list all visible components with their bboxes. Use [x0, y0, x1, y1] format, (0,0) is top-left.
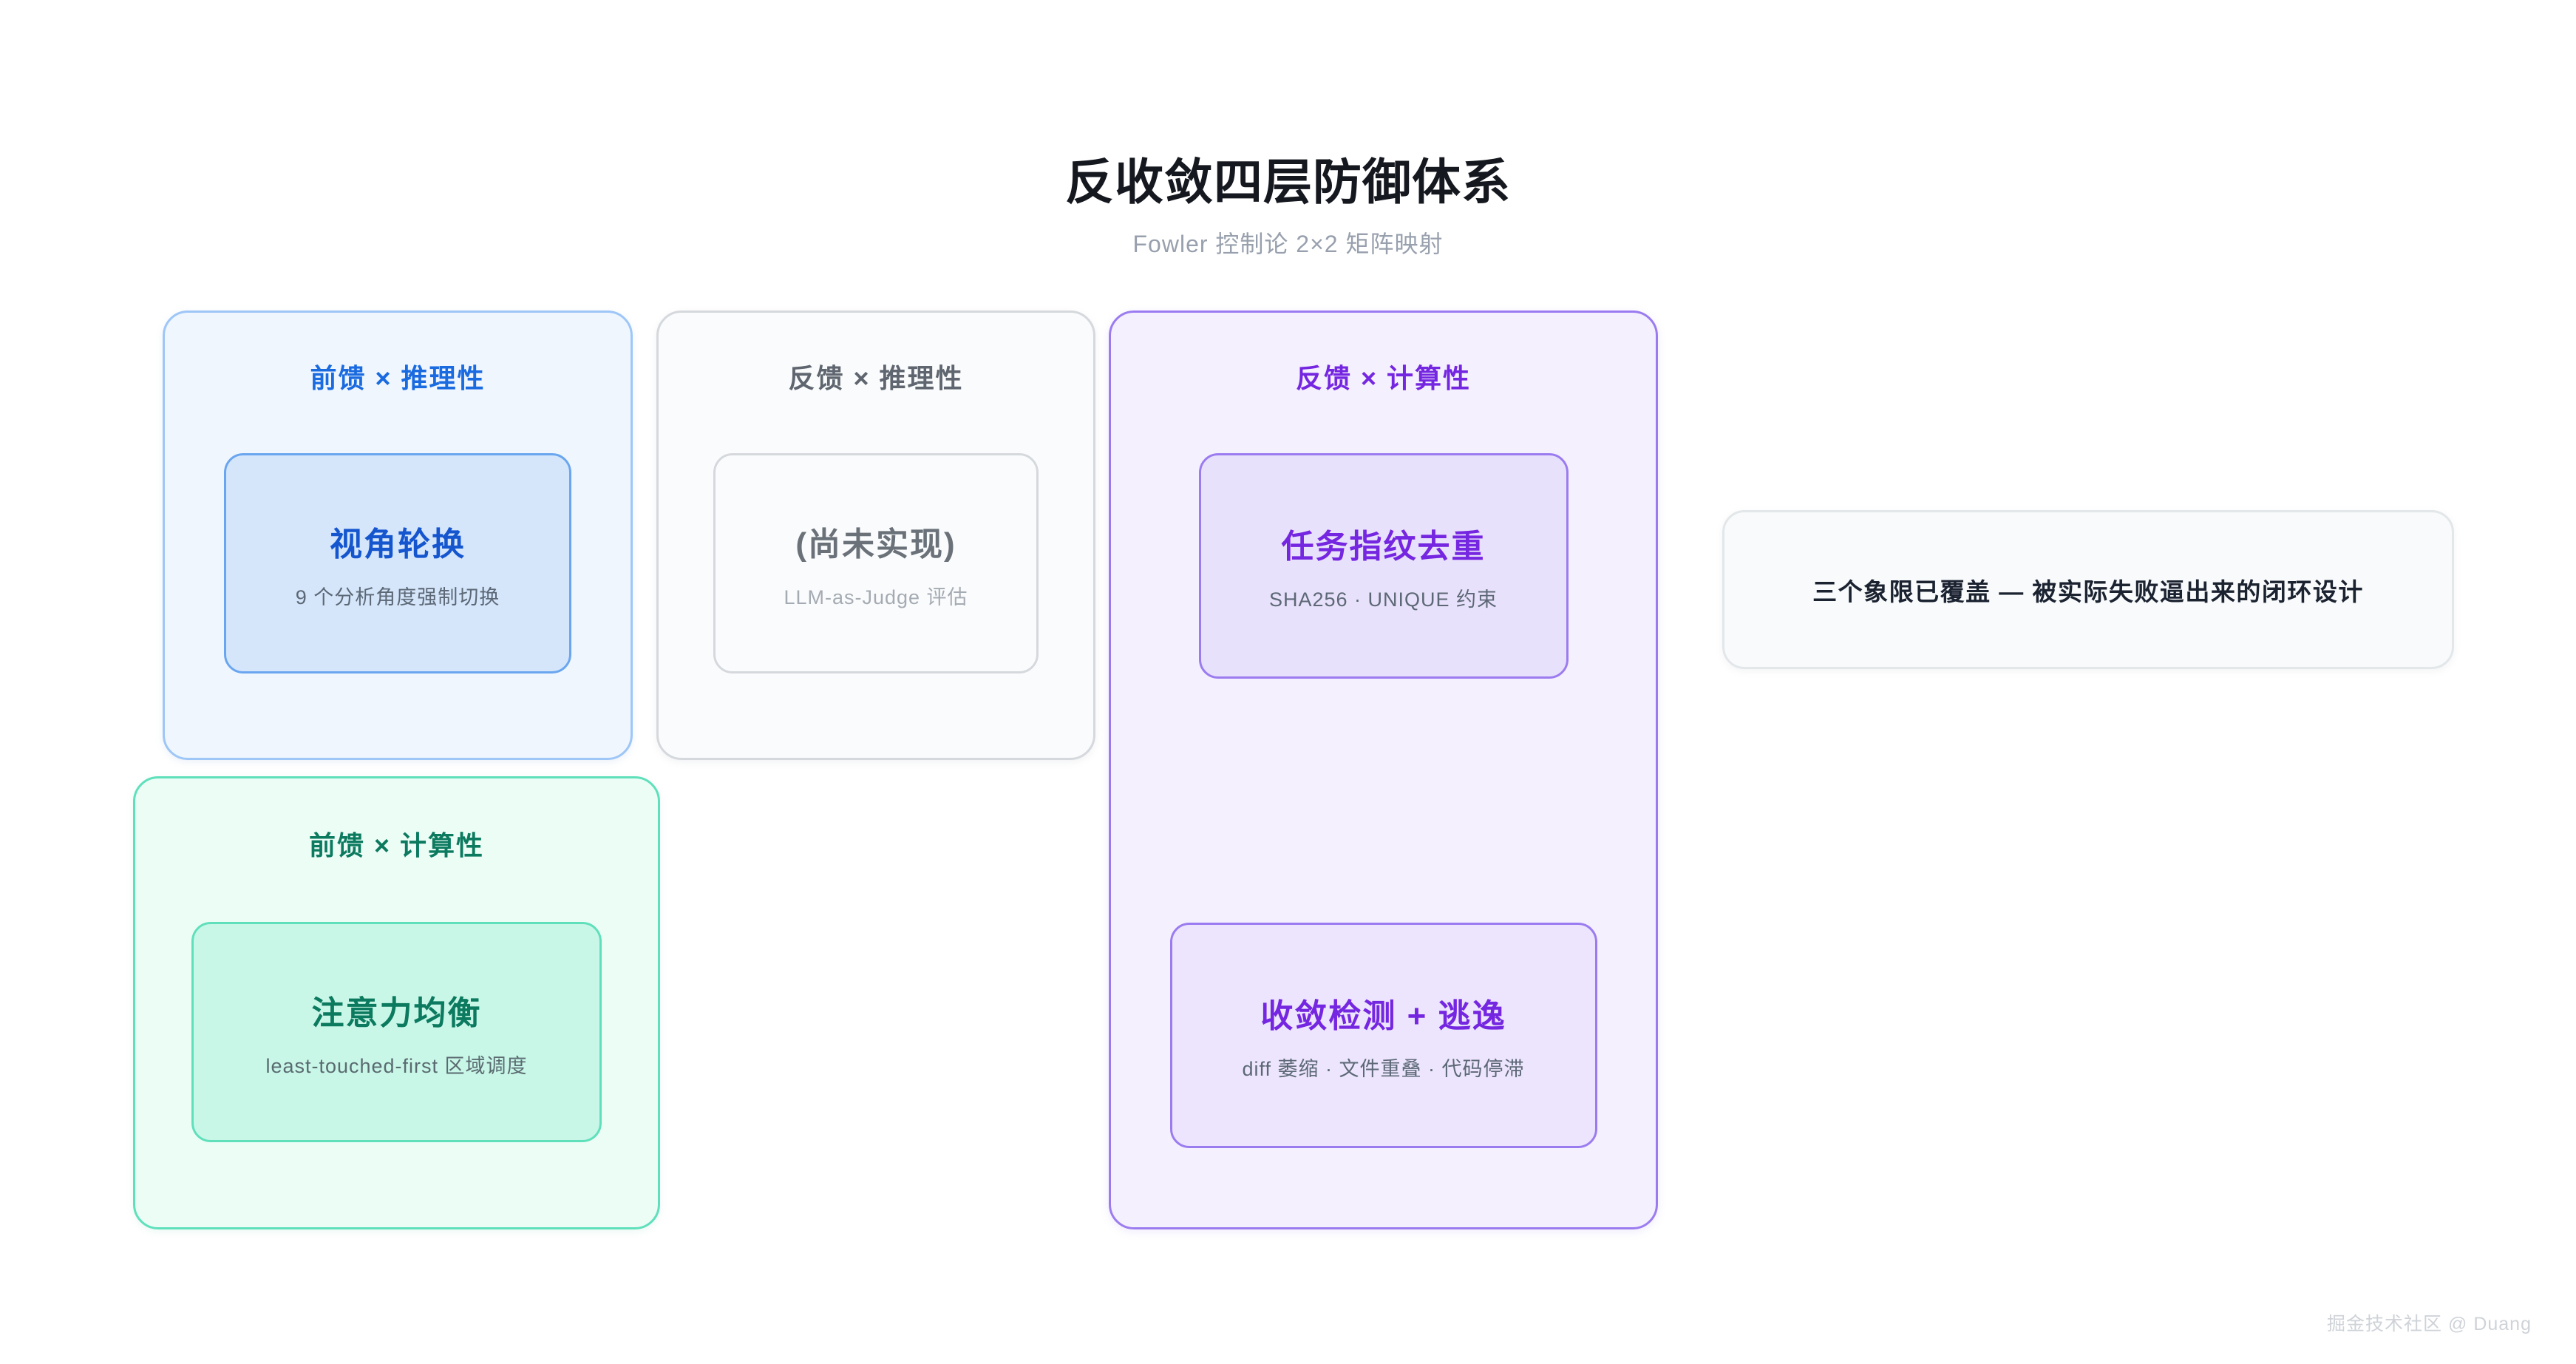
measure-title: 视角轮换: [330, 526, 466, 563]
quadrant-feedback-computational[interactable]: 反馈 × 计算性 任务指纹去重 SHA256 · UNIQUE 约束 收敛检测 …: [1109, 311, 1658, 1229]
quadrant-title: 前馈 × 计算性: [308, 830, 485, 861]
quadrant-title: 反馈 × 推理性: [788, 363, 964, 393]
summary-note: 三个象限已覆盖 — 被实际失败逼出来的闭环设计: [1722, 510, 2454, 669]
measure-subtitle: 9 个分析角度强制切换: [295, 586, 500, 608]
summary-text: 三个象限已覆盖 — 被实际失败逼出来的闭环设计: [1812, 577, 2364, 605]
measure-subtitle: least-touched-first 区域调度: [265, 1054, 528, 1077]
quadrant-title: 反馈 × 计算性: [1295, 363, 1472, 393]
measure-subtitle: SHA256 · UNIQUE 约束: [1268, 588, 1498, 611]
quadrant-feedforward-computational[interactable]: 前馈 × 计算性 注意力均衡 least-touched-first 区域调度: [133, 776, 660, 1229]
measure-card-not-implemented[interactable]: (尚未实现) LLM-as-Judge 评估: [713, 453, 1039, 673]
quadrant-title: 前馈 × 推理性: [310, 363, 486, 393]
measure-title: 收敛检测 + 逃逸: [1260, 998, 1506, 1034]
measure-title: 注意力均衡: [311, 994, 482, 1031]
measure-title: (尚未实现): [795, 526, 956, 563]
measure-card-convergence-detection-escape[interactable]: 收敛检测 + 逃逸 diff 萎缩 · 文件重叠 · 代码停滞: [1169, 923, 1597, 1148]
measure-subtitle: diff 萎缩 · 文件重叠 · 代码停滞: [1242, 1058, 1525, 1080]
page-subtitle: Fowler 控制论 2×2 矩阵映射: [1132, 231, 1444, 257]
measure-card-attention-balance[interactable]: 注意力均衡 least-touched-first 区域调度: [191, 922, 602, 1142]
quadrant-feedback-reasoning[interactable]: 反馈 × 推理性 (尚未实现) LLM-as-Judge 评估: [656, 311, 1095, 760]
quadrant-feedforward-reasoning[interactable]: 前馈 × 推理性 视角轮换 9 个分析角度强制切换: [163, 311, 633, 760]
measure-card-perspective-rotation[interactable]: 视角轮换 9 个分析角度强制切换: [224, 453, 571, 673]
page-title: 反收敛四层防御体系: [1065, 155, 1511, 209]
measure-subtitle: LLM-as-Judge 评估: [784, 586, 968, 608]
watermark: 掘金技术社区 @ Duang: [2327, 1314, 2532, 1334]
measure-card-task-fingerprint-dedup[interactable]: 任务指纹去重 SHA256 · UNIQUE 约束: [1198, 453, 1569, 679]
measure-title: 任务指纹去重: [1281, 529, 1486, 565]
